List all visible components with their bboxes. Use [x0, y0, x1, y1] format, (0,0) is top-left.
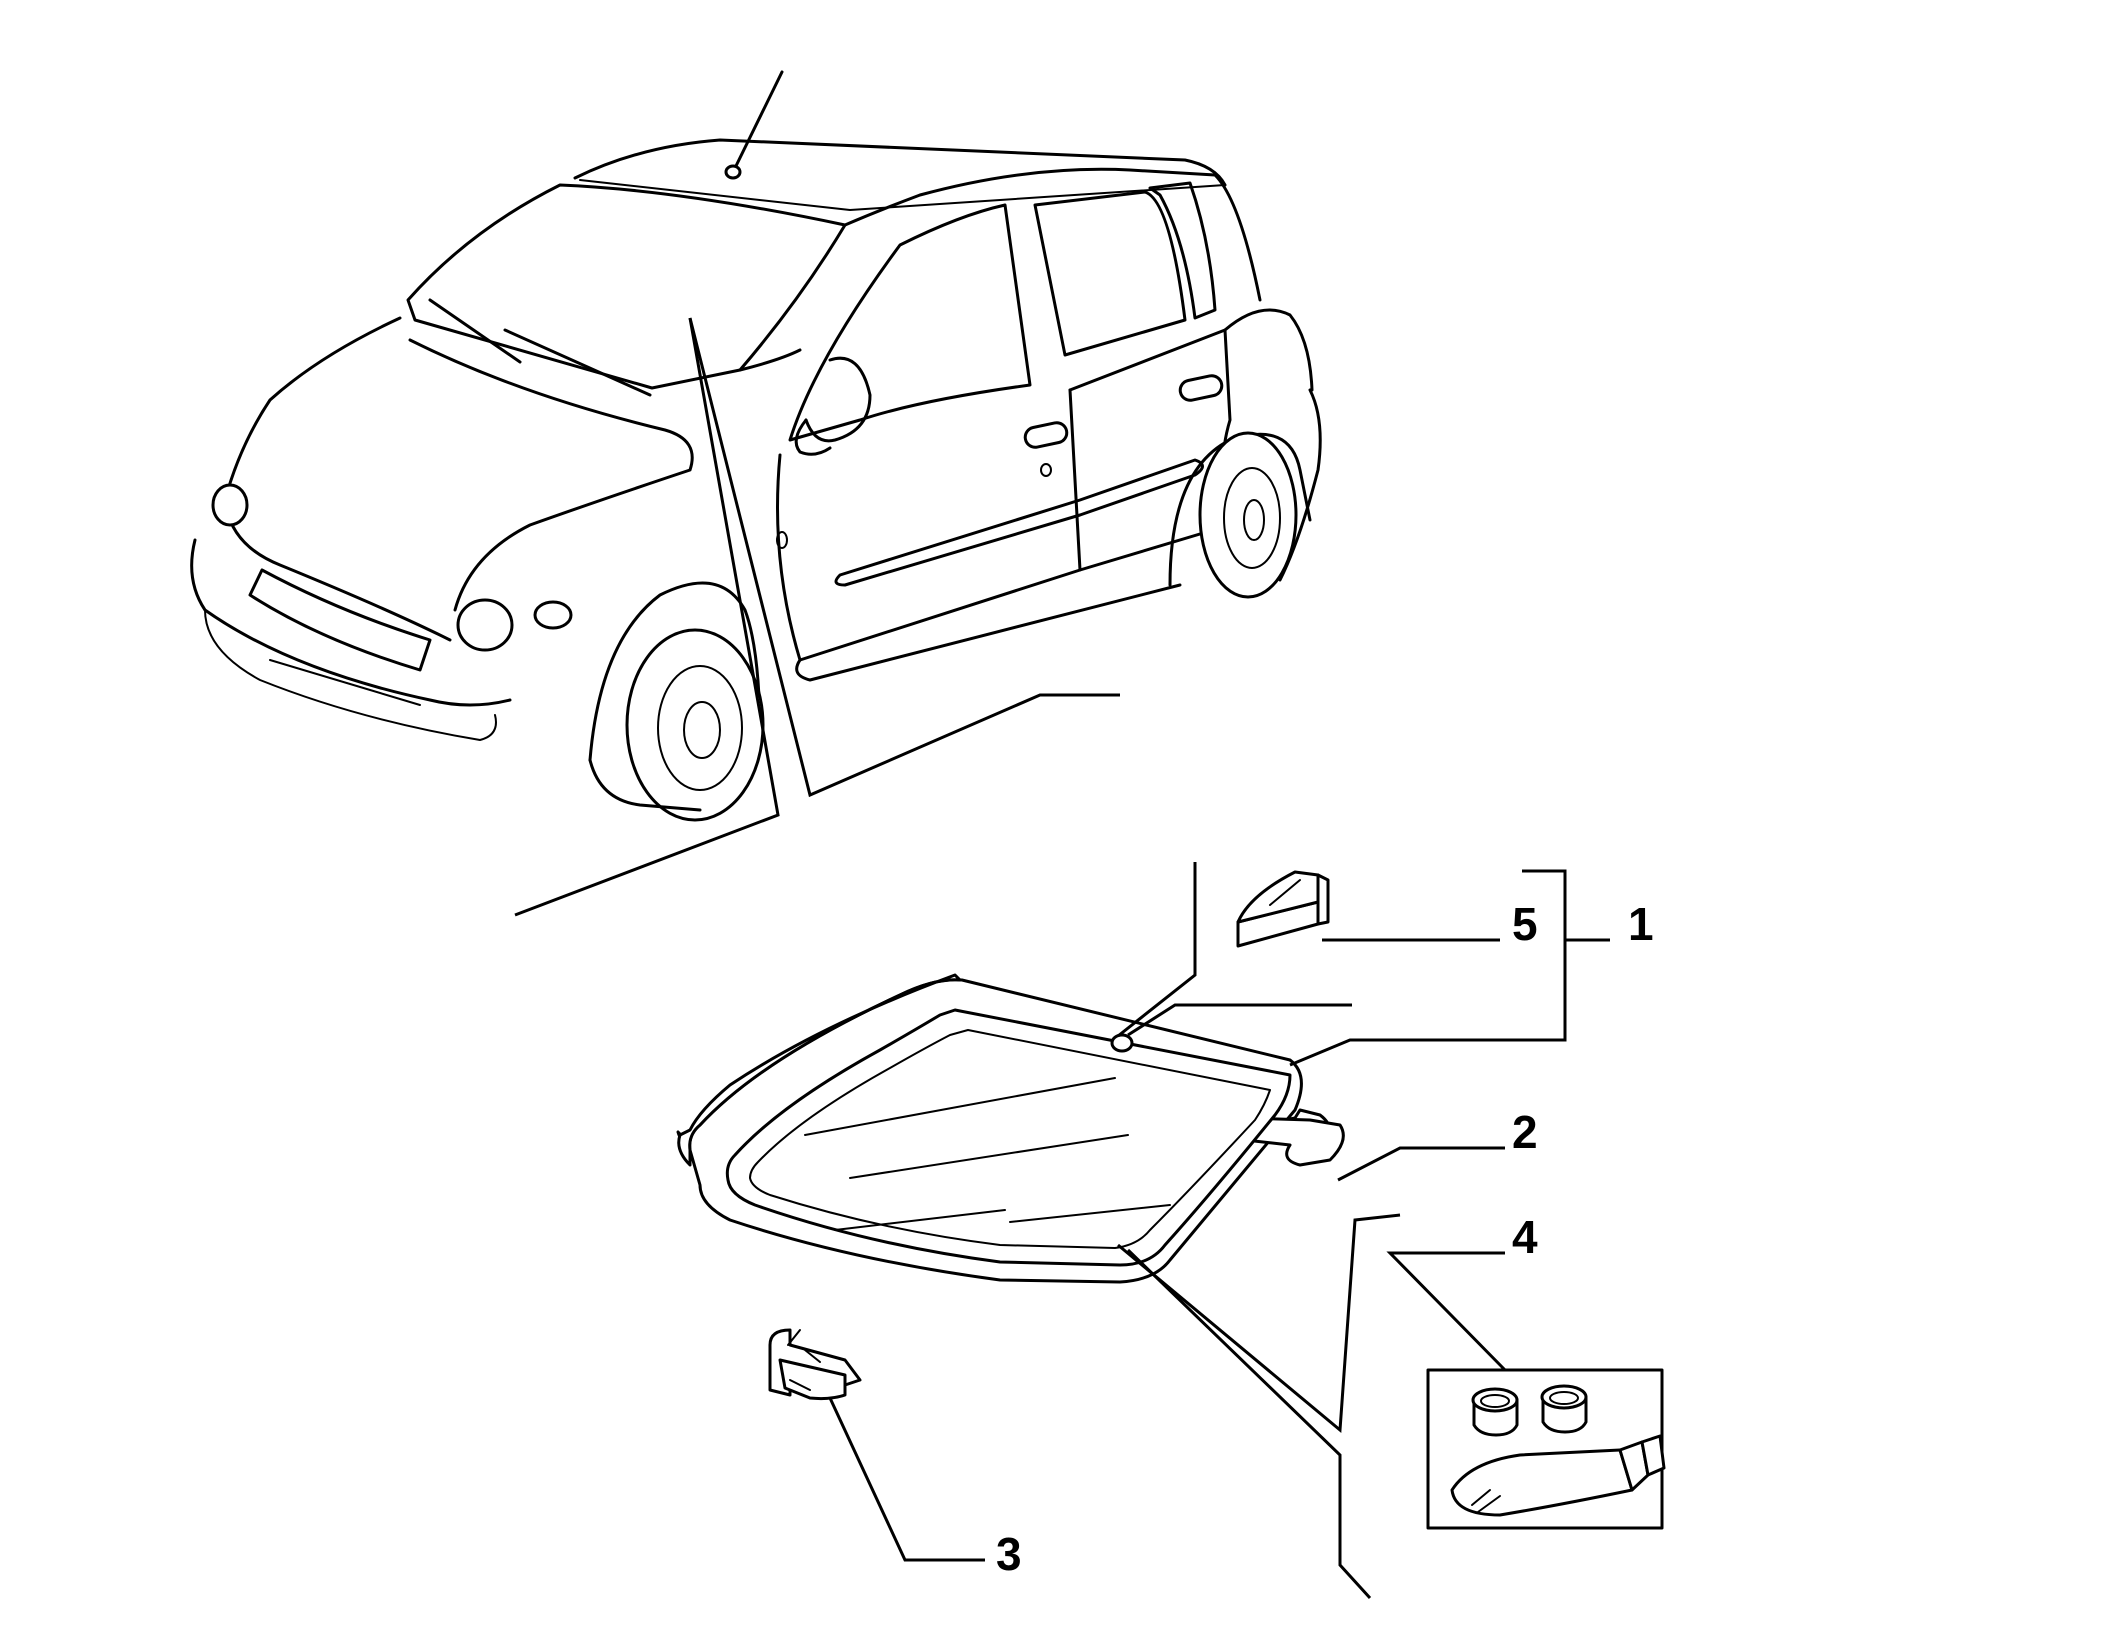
rear-window-inner-glass	[725, 1008, 1292, 1267]
rear-window-seal	[677, 973, 962, 1167]
callout-4: 4	[1512, 1211, 1538, 1263]
primer-jar-1	[1471, 1387, 1519, 1437]
quarter-window	[1148, 181, 1217, 320]
door-lock	[1040, 463, 1052, 477]
callout-3-leader	[828, 1397, 985, 1562]
callout-labels: 1 2 3 4 5	[996, 898, 1654, 1580]
rear-door-handle	[1178, 374, 1224, 402]
front-door	[776, 388, 1082, 662]
callout-2: 2	[1512, 1106, 1538, 1158]
front-door-handle	[1023, 421, 1069, 449]
greenhouse-outline	[843, 167, 1262, 302]
front-wheel-arch	[588, 581, 762, 762]
antenna	[733, 70, 784, 170]
leader-lines	[828, 862, 1610, 1600]
roof-outline	[573, 138, 1227, 187]
windshield-glass	[406, 183, 847, 390]
part-5-stop-block	[1236, 870, 1330, 948]
callout-1: 1	[1628, 898, 1654, 950]
callout-2-leader	[1337, 1146, 1505, 1182]
glass-diagonal-leader	[1117, 1213, 1401, 1434]
part-3-retaining-clip	[768, 1328, 862, 1401]
rear-quarter-panel	[1223, 308, 1314, 392]
rear-window-glass-assembly	[676, 973, 1345, 1284]
vehicle-leader-lines	[514, 317, 1120, 917]
front-grille	[248, 568, 432, 672]
front-bumper	[190, 538, 512, 707]
side-mirror	[804, 356, 872, 443]
sealant-tube	[1450, 1434, 1666, 1517]
front-door-window	[788, 203, 1032, 442]
hood-outline	[223, 316, 402, 502]
callout-4-leader	[1386, 1251, 1507, 1372]
rear-door-window	[1033, 190, 1187, 357]
right-headlight	[456, 598, 514, 652]
part-4-adhesive-kit	[1426, 1368, 1666, 1530]
fog-light	[533, 600, 573, 630]
primer-jar-2	[1540, 1384, 1588, 1434]
vehicle-illustration	[190, 70, 1322, 822]
callout-3: 3	[996, 1528, 1022, 1580]
callout-5: 5	[1512, 898, 1538, 950]
windshield-wipers	[428, 298, 652, 397]
rear-wheel	[1198, 431, 1298, 599]
glass-top-leader	[1117, 862, 1197, 1038]
left-headlight	[211, 483, 249, 527]
side-molding	[834, 458, 1204, 587]
washer-nozzle-hole	[1110, 1033, 1134, 1053]
